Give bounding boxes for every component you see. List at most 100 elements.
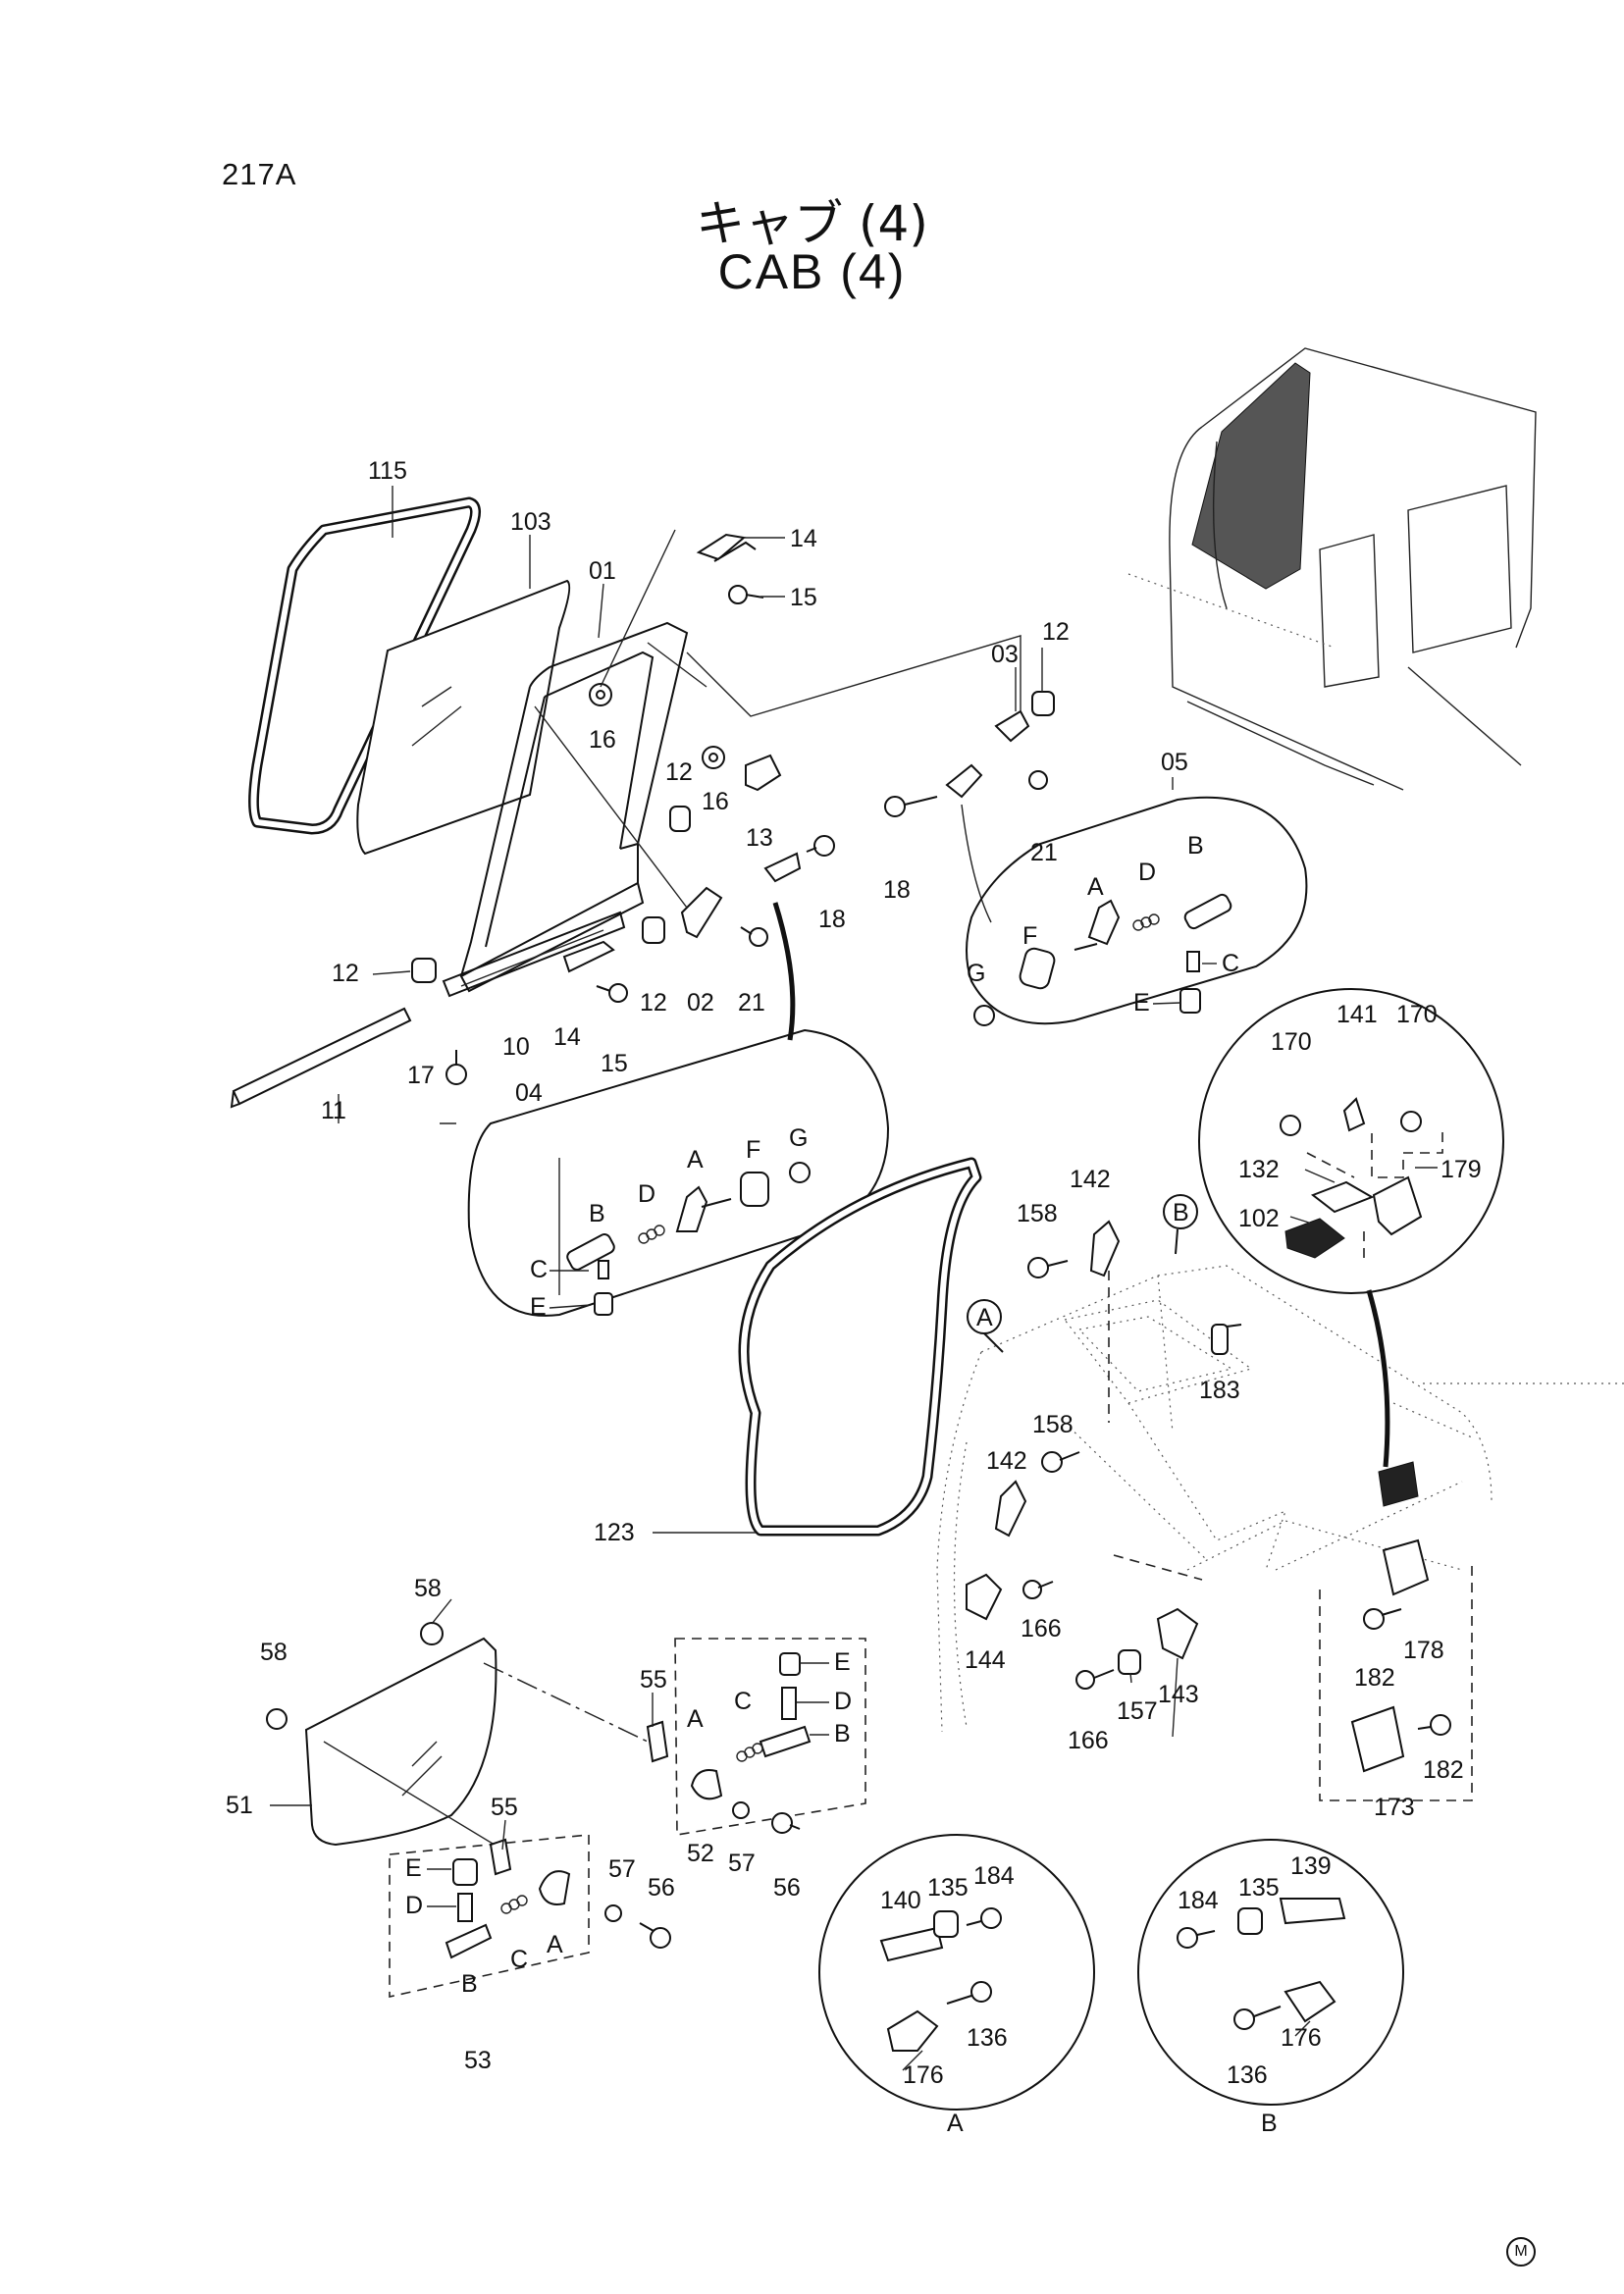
nut-16-a xyxy=(589,683,612,706)
callout-141: 141 xyxy=(1336,1001,1378,1028)
view-marker-B-label: B xyxy=(1173,1199,1189,1226)
letter-E-52: E xyxy=(834,1648,851,1676)
callout-58-a: 58 xyxy=(414,1575,442,1602)
view-marker-B: B xyxy=(1163,1194,1198,1255)
rail-11 xyxy=(230,1007,412,1109)
detail-oval-05 xyxy=(966,796,1308,1026)
callout-176-b: 176 xyxy=(1281,2024,1322,2052)
callout-21-a: 21 xyxy=(1030,839,1058,866)
window-glass-51 xyxy=(266,1622,649,1851)
letter-G-05: G xyxy=(967,960,985,987)
bolt-21-b xyxy=(740,926,768,947)
bracket-14-b xyxy=(562,940,615,973)
title-english: CAB (4) xyxy=(717,244,907,299)
callout-21-b: 21 xyxy=(738,989,765,1017)
spacer-157 xyxy=(1118,1649,1141,1675)
callout-14-b: 14 xyxy=(553,1023,581,1051)
letter-A-04: A xyxy=(687,1146,704,1173)
callout-103: 103 xyxy=(510,508,551,536)
callout-12-b: 12 xyxy=(1042,618,1070,646)
bracket-178 xyxy=(1382,1538,1430,1596)
callout-102: 102 xyxy=(1238,1205,1280,1232)
cab-leaders xyxy=(1108,1271,1624,1801)
detail-B-label: B xyxy=(1261,2110,1278,2137)
callout-leaders xyxy=(270,486,1438,1851)
letter-A-53: A xyxy=(547,1931,563,1958)
letter-E-53: E xyxy=(405,1854,422,1882)
letter-F-04: F xyxy=(746,1136,760,1164)
callout-18-b: 18 xyxy=(818,906,846,933)
hinge-142-b xyxy=(994,1480,1027,1538)
letter-B-05: B xyxy=(1187,832,1204,860)
callout-04: 04 xyxy=(515,1079,543,1107)
callout-16-b: 16 xyxy=(702,788,729,815)
latch-assembly xyxy=(763,852,802,883)
bracket-14-top xyxy=(696,533,757,562)
callout-14-a: 14 xyxy=(790,525,817,552)
view-marker-A: A xyxy=(967,1299,1004,1353)
bolt-56-b xyxy=(639,1922,671,1949)
callout-144: 144 xyxy=(965,1646,1006,1674)
rail-10 xyxy=(442,911,626,998)
bolt-166-b xyxy=(1075,1669,1115,1690)
bolt-15-top xyxy=(728,585,764,604)
callout-135-b: 135 xyxy=(1238,1874,1280,1902)
bolt-15-b xyxy=(596,983,628,1003)
callout-157: 157 xyxy=(1117,1697,1158,1725)
cab-body xyxy=(936,1265,1493,1733)
callout-170-a: 170 xyxy=(1271,1028,1312,1056)
callout-05: 05 xyxy=(1161,749,1188,776)
lock-03 xyxy=(884,691,1055,817)
spacer-12-d xyxy=(411,958,437,983)
callout-178: 178 xyxy=(1403,1637,1444,1664)
letter-C-53: C xyxy=(510,1946,528,1973)
callout-183: 183 xyxy=(1199,1377,1240,1404)
letter-B-52: B xyxy=(834,1720,851,1747)
callout-17: 17 xyxy=(407,1062,435,1089)
bracket-13 xyxy=(745,754,782,792)
callout-12-a: 12 xyxy=(665,758,693,786)
callout-179: 179 xyxy=(1441,1156,1482,1183)
stopper-144 xyxy=(966,1573,1003,1621)
letter-C-05: C xyxy=(1222,950,1239,977)
detail-circle-179 xyxy=(1198,988,1504,1294)
letter-C-52: C xyxy=(734,1688,752,1715)
bolt-166-a xyxy=(1022,1580,1054,1599)
callout-55-a: 55 xyxy=(640,1666,667,1694)
stopper-143 xyxy=(1156,1607,1199,1660)
letter-leaders xyxy=(427,963,1311,2071)
callout-labels: 115 103 01 14 15 16 12 16 13 03 12 21 18… xyxy=(226,457,1482,2137)
callout-15-b: 15 xyxy=(601,1050,628,1077)
callout-56-b: 56 xyxy=(648,1874,675,1902)
bolt-18-b xyxy=(806,835,835,857)
door-seal-115 xyxy=(248,496,481,835)
glass-103 xyxy=(356,579,571,856)
callout-56-a: 56 xyxy=(773,1874,801,1902)
callout-55-b: 55 xyxy=(491,1794,518,1821)
letter-A-05: A xyxy=(1087,873,1104,901)
lever-02 xyxy=(680,886,723,939)
bracket-179-mounted xyxy=(1378,1461,1419,1507)
callout-170-b: 170 xyxy=(1396,1001,1438,1028)
front-seal-123 xyxy=(738,1157,982,1537)
callout-10: 10 xyxy=(502,1033,530,1061)
hinge-kit-53 xyxy=(389,1834,590,1998)
callout-57-b: 57 xyxy=(608,1855,636,1883)
cab-overview xyxy=(1127,347,1537,791)
letter-D-04: D xyxy=(638,1180,655,1208)
washer-57-a xyxy=(732,1801,750,1819)
callout-136-a: 136 xyxy=(967,2024,1008,2052)
callout-166-a: 166 xyxy=(1021,1615,1062,1642)
callout-02: 02 xyxy=(687,989,714,1017)
callout-139: 139 xyxy=(1290,1852,1332,1880)
pin-183 xyxy=(1211,1324,1242,1355)
callout-18-a: 18 xyxy=(883,876,911,904)
bolt-17 xyxy=(445,1050,467,1085)
callout-184-b: 184 xyxy=(1178,1887,1219,1914)
callout-136-b: 136 xyxy=(1227,2061,1268,2089)
letter-B-04: B xyxy=(589,1200,605,1227)
callout-176-a: 176 xyxy=(903,2061,944,2089)
callout-15-a: 15 xyxy=(790,584,817,611)
callout-52: 52 xyxy=(687,1840,714,1867)
nut-16-b xyxy=(702,746,725,769)
